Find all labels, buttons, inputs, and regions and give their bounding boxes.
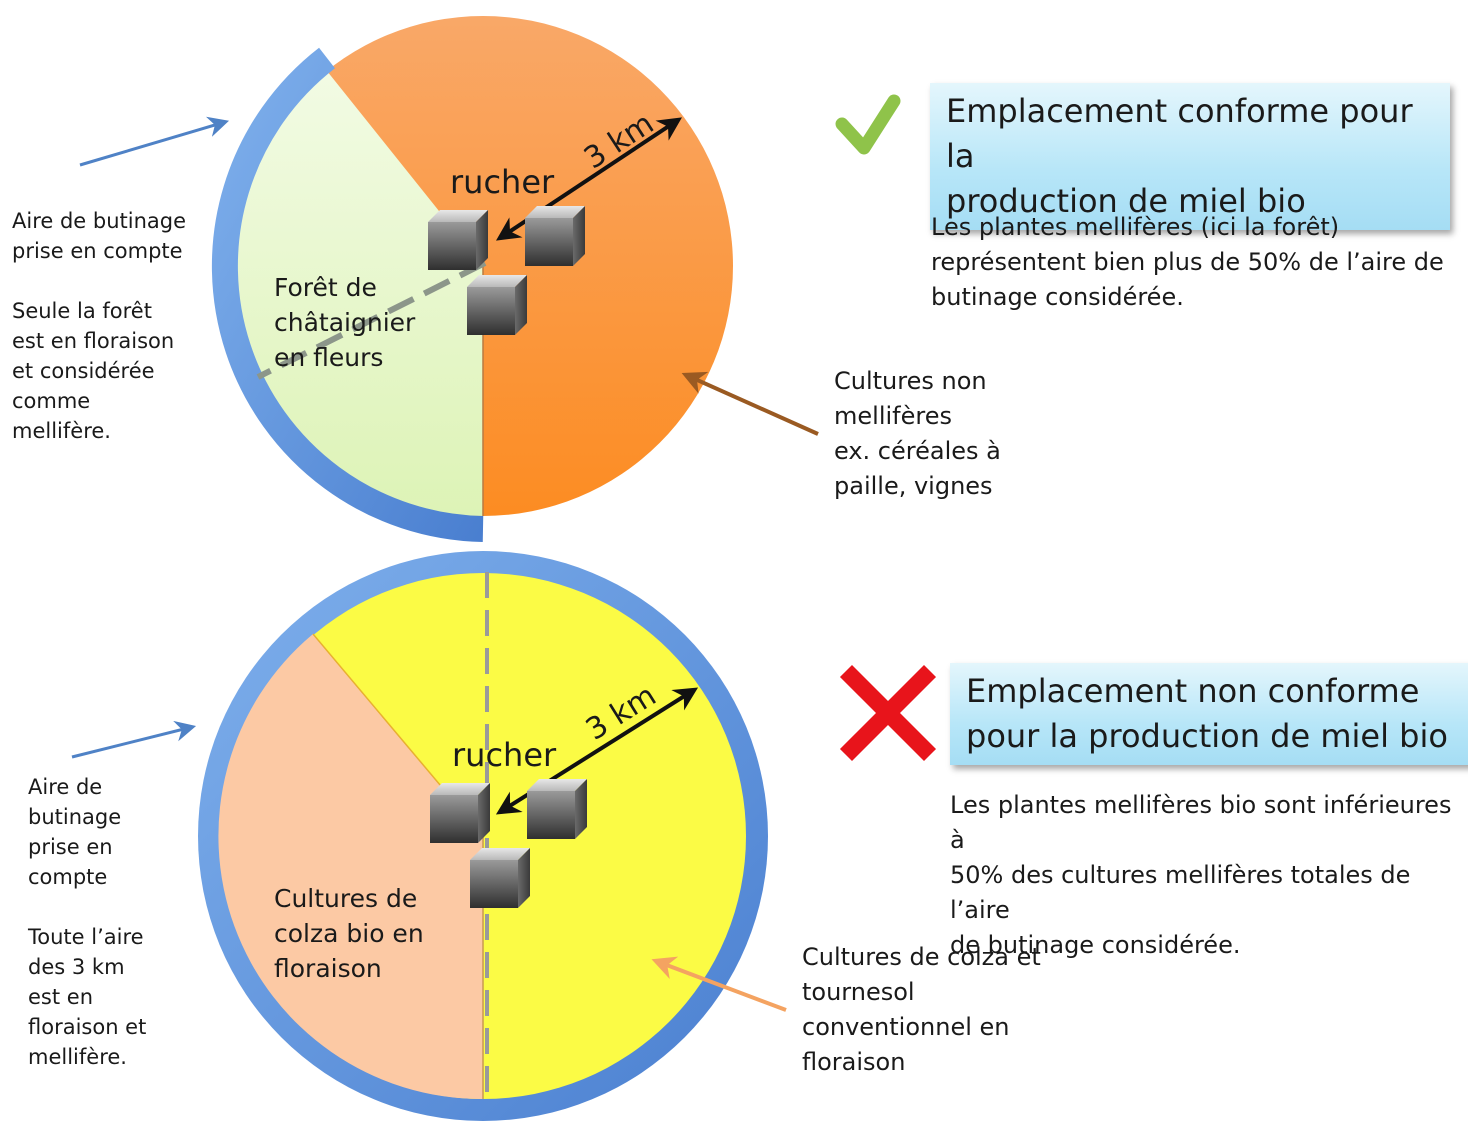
bottom-hive-1-icon — [430, 783, 490, 843]
bottom-ring-pointer-arrow — [71, 720, 197, 759]
top-apiary-label: rucher — [450, 163, 555, 201]
top-dashed-line — [256, 260, 487, 380]
top-hive-1-icon — [428, 210, 488, 270]
cross-icon — [839, 664, 937, 762]
bottom-hive-3-icon — [470, 848, 530, 908]
bottom-crop-pointer-arrow — [651, 956, 787, 1012]
top-hive-3-icon — [467, 275, 527, 335]
top-foraging-circle — [211, 16, 733, 542]
top-hive-2-icon — [525, 206, 585, 266]
bottom-hive-2-icon — [527, 779, 587, 839]
top-ring-pointer-arrow — [79, 116, 230, 167]
check-icon — [835, 94, 901, 155]
top-verdict-description: Les plantes mellifères (ici la forêt)rep… — [931, 213, 1444, 311]
bottom-apiary-label: rucher — [452, 736, 557, 774]
bottom-verdict-description: Les plantes mellifères bio sont inférieu… — [950, 791, 1452, 959]
bottom-organic-rapeseed-sector — [218, 634, 484, 1100]
top-foraging-ring — [211, 47, 484, 542]
top-crop-pointer-arrow — [681, 371, 819, 436]
top-forest-sector — [233, 71, 483, 516]
